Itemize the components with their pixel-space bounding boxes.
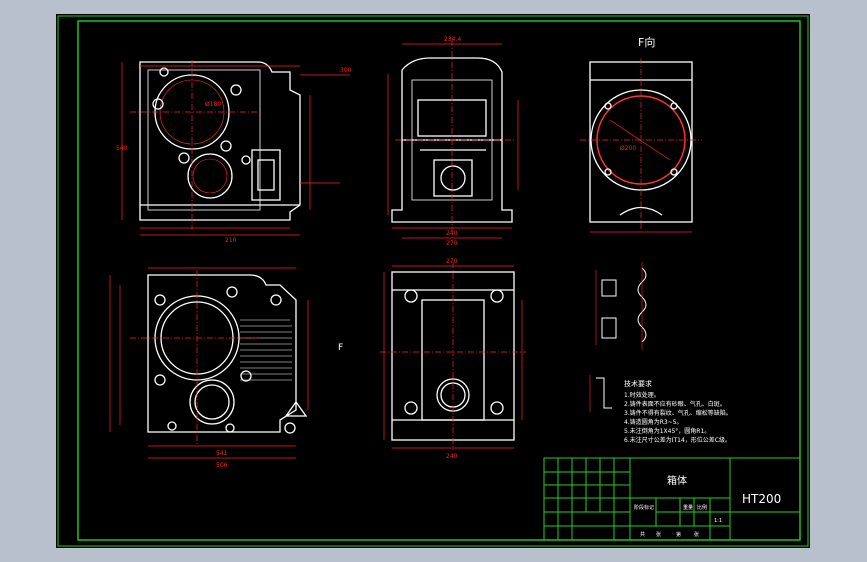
dim-bottom-mid-2: 240 — [446, 453, 458, 460]
part-name: 箱体 — [667, 474, 687, 487]
detail-views — [596, 267, 647, 409]
dim-top-left-2: 210 — [225, 237, 237, 244]
sheet-label: 张 — [694, 531, 699, 538]
scale-label: 比例 — [697, 504, 707, 511]
tech-item: 2.铸件表面不应有砂眼、气孔、白斑。 — [624, 400, 726, 408]
f-view-label: F向 — [638, 35, 655, 49]
tech-heading: 技术要求 — [624, 379, 652, 388]
dim-top-mid-2: 240 — [446, 230, 458, 237]
tech-item: 4.铸造圆角为R3~5。 — [624, 418, 683, 426]
plan-hatch — [240, 319, 292, 381]
sheet-label: 共 — [640, 531, 645, 538]
view-f-dims — [580, 58, 702, 233]
view-bottom-mid-dims — [380, 262, 526, 450]
tech-item: 5.未注倒角为1X45°，圆角R1。 — [624, 427, 710, 435]
title-block — [543, 457, 801, 541]
dim-top-mid-1: 234.4 — [444, 36, 461, 43]
outer-frame — [57, 15, 809, 547]
inner-frame — [77, 20, 801, 541]
scale-value: 1:1 — [714, 518, 722, 524]
view-front-top-dims — [121, 60, 350, 236]
sheet-label: 第 — [676, 531, 681, 538]
drawing-paper — [56, 14, 810, 548]
material: HT200 — [742, 492, 781, 506]
view-side-top-dims — [387, 40, 519, 239]
sheet-label: 张 — [656, 531, 661, 538]
view-plan-bottom-dims — [109, 267, 309, 459]
dim-right-1: Ø200 — [620, 145, 636, 152]
tech-item: 6.未注尺寸公差为IT14，形位公差C级。 — [624, 436, 731, 444]
tech-item: 1.时效处理。 — [624, 391, 660, 399]
dim-bottom-mid-1: 270 — [446, 258, 458, 265]
dim-top-left-1: Ø180 — [205, 101, 221, 108]
tech-requirements: 技术要求 1.时效处理。 2.铸件表面不应有砂眼、气孔、白斑。 3.铸件不得有裂… — [624, 379, 732, 444]
dim-top-mid-3: 270 — [446, 240, 458, 247]
tech-item: 3.铸件不得有裂纹、气孔、缩松等缺陷。 — [624, 409, 732, 417]
section-mark-f: F — [338, 343, 343, 353]
weight-label: 重量 — [683, 504, 693, 511]
stage-label: 阶段标记 — [634, 504, 654, 511]
dim-top-left-3: 540 — [116, 145, 128, 152]
dim-bottom-left-2: 506 — [216, 462, 228, 469]
dim-bottom-left-1: 541 — [216, 450, 228, 457]
dim-top-left-4: 300 — [340, 67, 352, 74]
detail-dims — [589, 262, 643, 412]
